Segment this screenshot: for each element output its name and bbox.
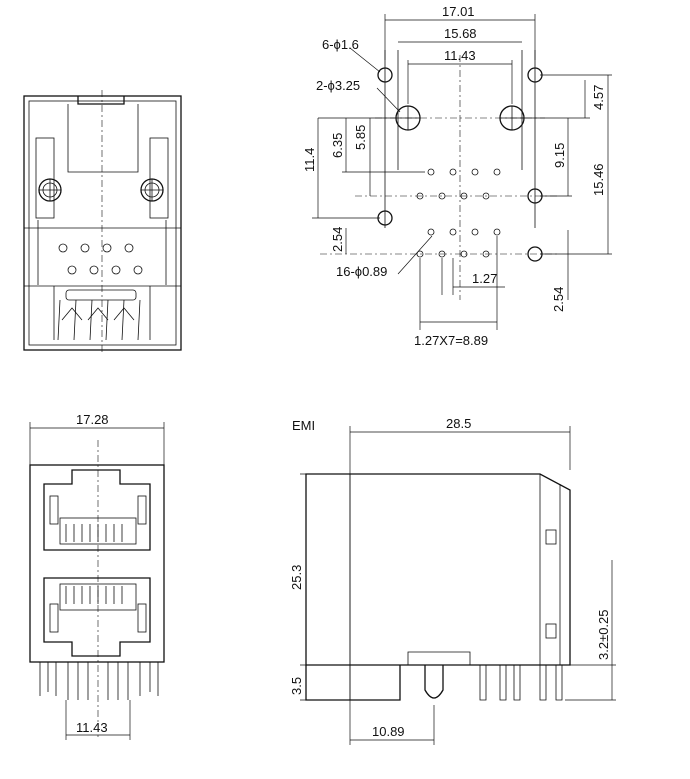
dim-pin-row-gap-right: 2.54 [551, 287, 566, 312]
label-emi: EMI [292, 418, 315, 433]
dim-pin-span: 1.27X7=8.89 [414, 333, 488, 348]
dim-width-pegs: 11.43 [444, 48, 476, 63]
peg-right [140, 178, 164, 202]
dim-width-overall: 17.01 [442, 4, 475, 19]
dim-offset-left-2: 5.85 [353, 125, 368, 150]
dim-front-pin-width: 11.43 [76, 720, 108, 735]
dim-side-standoff: 3.5 [289, 677, 304, 695]
upper-port [43, 469, 151, 551]
pin-pads [58, 243, 143, 275]
housing-side [305, 473, 571, 666]
labels: 17.01 15.68 11.43 6-ϕ1.6 2-ϕ3.25 4.57 6.… [76, 4, 611, 739]
note-mount-holes: 6-ϕ1.6 [322, 37, 359, 52]
dim-side-height: 25.3 [289, 565, 304, 590]
view-front-stacked [29, 422, 165, 740]
signal-pin-holes [416, 168, 501, 258]
dim-width-inner: 15.68 [444, 26, 477, 41]
dim-side-length: 28.5 [446, 416, 471, 431]
view-pcb-footprint [312, 14, 612, 330]
jack-outline [23, 95, 182, 351]
peg-left [38, 178, 62, 202]
view-side [300, 426, 616, 745]
dim-offset-right-mid: 9.15 [552, 143, 567, 168]
dim-height-left: 11.4 [302, 148, 317, 172]
view-jack-face [23, 90, 182, 355]
dim-pin-row-gap: 2.54 [330, 227, 345, 252]
dim-side-pin-length: 3.2±0.25 [596, 609, 611, 660]
dim-front-width: 17.28 [76, 412, 109, 427]
note-peg-holes: 2-ϕ3.25 [316, 78, 360, 93]
peg-side [424, 665, 444, 699]
dim-offset-left-1: 6.35 [330, 133, 345, 158]
dim-height-right: 15.46 [591, 163, 606, 196]
note-pin-holes: 16-ϕ0.89 [336, 264, 387, 279]
dim-pin-pitch: 1.27 [472, 271, 497, 286]
dim-side-peg-offset: 10.89 [372, 724, 405, 739]
dim-offset-right-top: 4.57 [591, 85, 606, 110]
housing-front [29, 464, 165, 663]
lower-port [43, 577, 151, 657]
